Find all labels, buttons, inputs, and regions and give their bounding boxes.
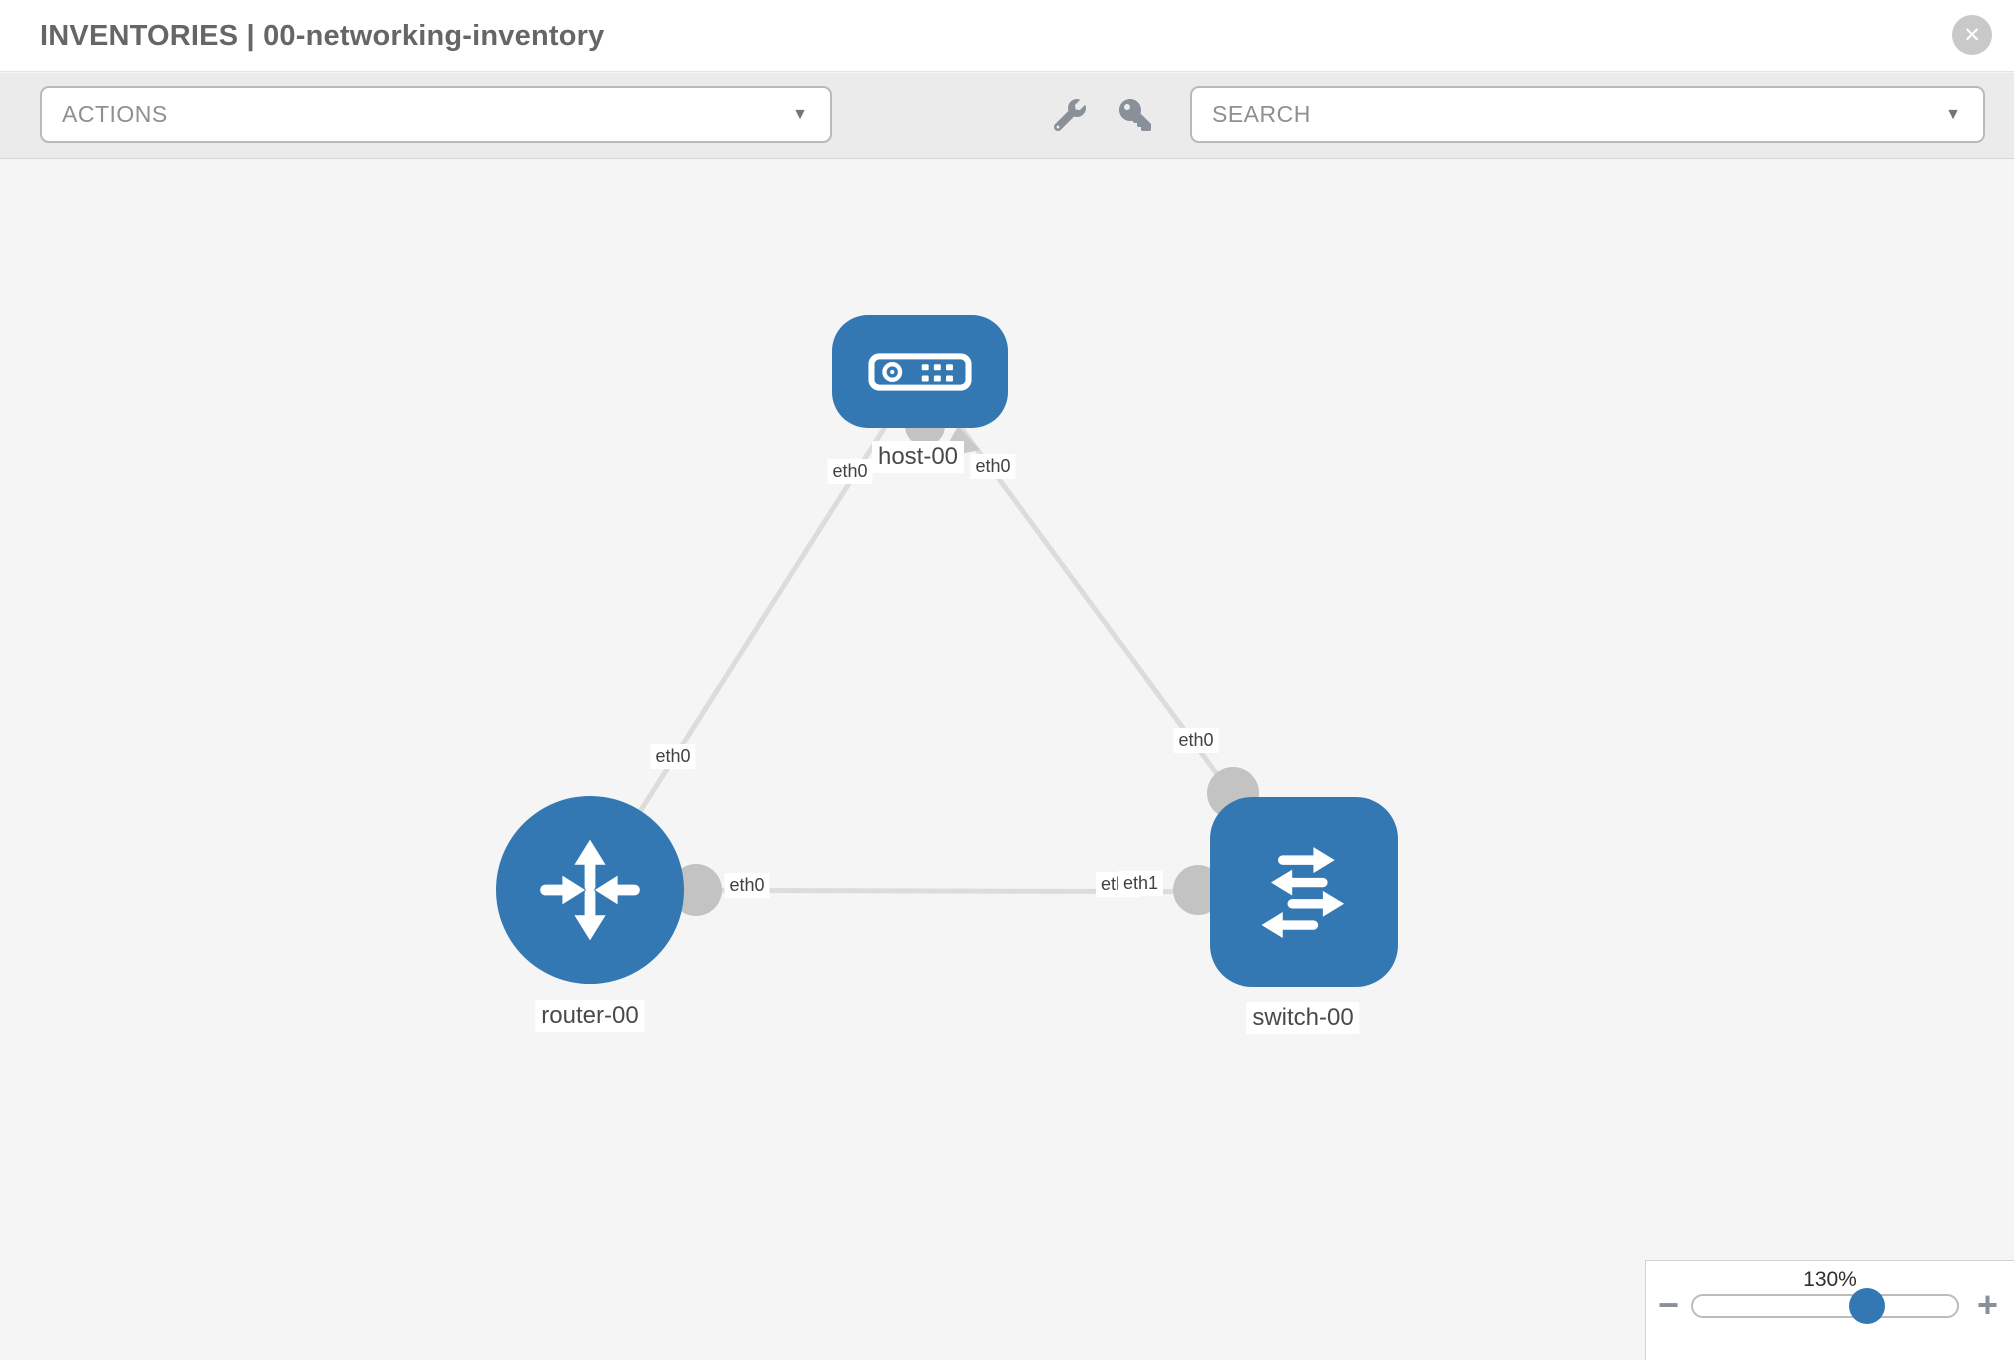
topology-edges-layer (587, 370, 1307, 916)
caret-down-icon: ▼ (792, 105, 808, 123)
interface-label-router-eth0-right: eth0 (724, 873, 770, 898)
search-select-label: SEARCH (1212, 101, 1311, 127)
node-switch-00[interactable] (1210, 797, 1398, 987)
node-label-switch: switch-00 (1246, 1002, 1360, 1034)
interface-label-switch-eth0-top: eth0 (1173, 728, 1219, 753)
page-title: INVENTORIES | 00-networking-inventory (40, 20, 605, 52)
node-label-host: host-00 (871, 441, 965, 473)
toolbar: ACTIONS ▼ SEARCH ▼ (0, 73, 2014, 159)
topology-canvas[interactable]: host-00 router-00 switch-00 eth0 eth0 et… (0, 160, 2014, 1360)
actions-select[interactable]: ACTIONS ▼ (40, 86, 832, 143)
host-icon (868, 352, 972, 391)
minus-icon: − (1658, 1284, 1680, 1325)
zoom-slider-track[interactable] (1691, 1288, 1959, 1324)
configure-button[interactable] (1052, 97, 1088, 133)
interface-label-host-eth0-left: eth0 (827, 459, 873, 484)
zoom-in-button[interactable]: + (1977, 1287, 1998, 1323)
wrench-icon (1054, 99, 1086, 131)
header-bar: INVENTORIES | 00-networking-inventory ✕ (0, 0, 2014, 72)
actions-select-label: ACTIONS (62, 101, 168, 127)
zoom-panel: 130% − + (1645, 1260, 2014, 1360)
zoom-level-text: 130% (1803, 1268, 1857, 1291)
interface-label-router-eth0-top: eth0 (650, 744, 696, 769)
key-icon (1119, 99, 1151, 131)
node-host-00[interactable] (832, 315, 1008, 428)
router-icon (540, 839, 640, 941)
caret-down-icon: ▼ (1945, 105, 1961, 123)
link-router-host[interactable] (587, 370, 923, 892)
zoom-slider-thumb[interactable] (1849, 1288, 1885, 1324)
search-select[interactable]: SEARCH ▼ (1190, 86, 1985, 143)
plus-icon: + (1976, 1284, 1998, 1325)
node-label-router: router-00 (535, 1000, 645, 1032)
interface-label-host-eth0-right: eth0 (970, 454, 1016, 479)
switch-icon (1261, 847, 1345, 939)
close-icon: ✕ (1963, 23, 1981, 47)
zoom-out-button[interactable]: − (1658, 1287, 1679, 1323)
node-router-00[interactable] (496, 796, 684, 984)
close-button[interactable]: ✕ (1952, 15, 1992, 55)
interface-label-switch-eth1: eth1 (1118, 871, 1164, 896)
credentials-button[interactable] (1117, 97, 1153, 133)
